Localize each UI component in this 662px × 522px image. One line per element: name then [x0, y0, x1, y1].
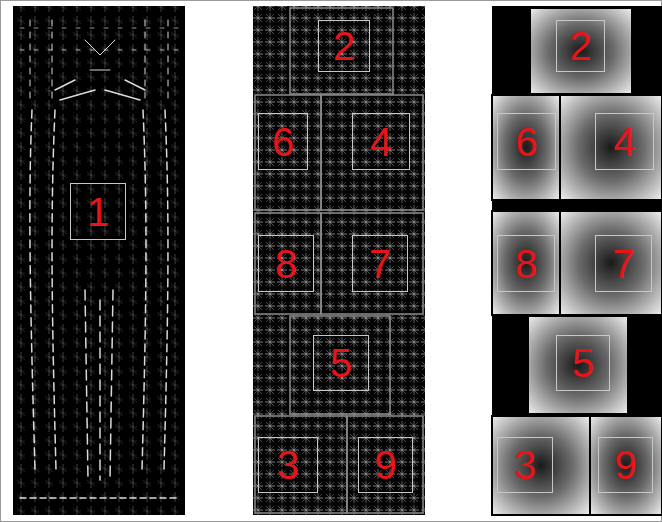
part-box: 5 — [313, 335, 369, 391]
part-number: 7 — [612, 244, 634, 284]
part-box: 2 — [318, 20, 370, 72]
part-number: 4 — [613, 122, 635, 162]
part-number: 7 — [369, 244, 391, 284]
part-number: 9 — [374, 445, 396, 485]
part-number: 4 — [370, 122, 392, 162]
part-box: 5 — [556, 335, 610, 391]
part-number: 2 — [569, 26, 591, 66]
part-box: 9 — [598, 437, 653, 493]
part-number: 8 — [275, 244, 297, 284]
part-box: 6 — [258, 113, 308, 170]
part-number: 2 — [333, 26, 355, 66]
part-box: 9 — [358, 437, 413, 493]
part-number: 6 — [272, 122, 294, 162]
part-number: 9 — [614, 445, 636, 485]
part-box: 7 — [595, 235, 652, 292]
part-number: 1 — [87, 192, 109, 232]
part-number: 6 — [515, 122, 537, 162]
part-box: 8 — [497, 235, 555, 292]
part-box: 4 — [595, 113, 654, 170]
part-box: 3 — [258, 437, 318, 493]
part-number: 5 — [572, 343, 594, 383]
part-box: 4 — [352, 113, 410, 170]
part-box: 1 — [70, 183, 126, 240]
part-number: 8 — [515, 244, 537, 284]
part-number: 3 — [277, 445, 299, 485]
part-box: 2 — [556, 20, 605, 72]
part-box: 8 — [258, 235, 314, 292]
part-box: 6 — [497, 113, 556, 170]
part-box: 3 — [497, 437, 553, 493]
part-number: 5 — [330, 343, 352, 383]
part-number: 3 — [514, 445, 536, 485]
part-box: 7 — [352, 235, 408, 292]
